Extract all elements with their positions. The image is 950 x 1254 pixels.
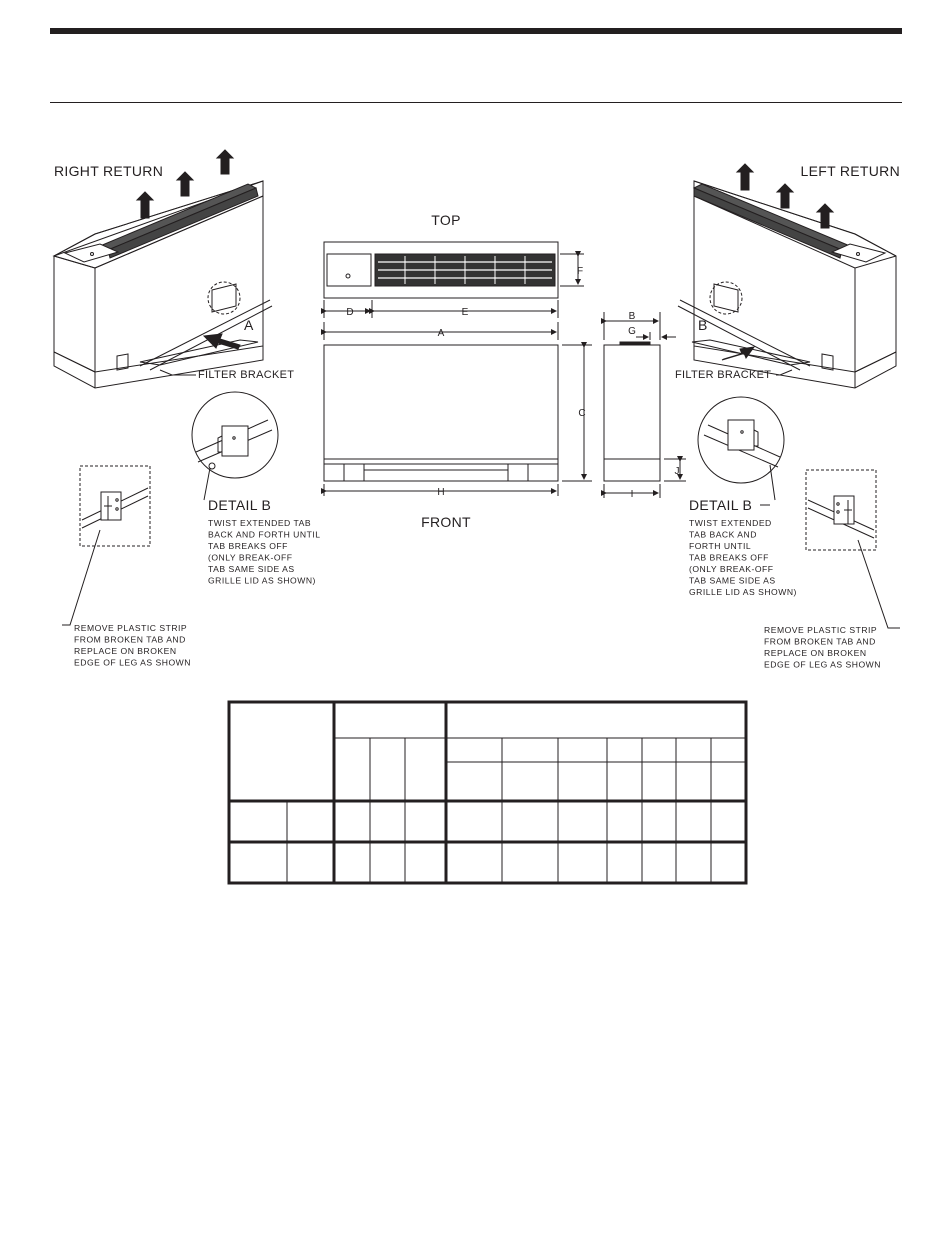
dim-h: H xyxy=(437,487,444,498)
note-left-line: REMOVE PLASTIC STRIP xyxy=(74,623,187,633)
detail-b-right-line: GRILLE LID AS SHOWN) xyxy=(689,587,797,597)
dim-a: A xyxy=(438,328,445,339)
detail-b-right-title: DETAIL B xyxy=(689,497,752,513)
dashed-detail-right-inner xyxy=(807,495,900,629)
detail-b-left-line: TWIST EXTENDED TAB xyxy=(208,518,311,528)
header-bar xyxy=(50,28,902,34)
detail-b-right-line: TAB SAME SIDE AS xyxy=(689,576,776,586)
detail-b-right-line: TAB BACK AND xyxy=(689,530,757,540)
note-left-line: REPLACE ON BROKEN xyxy=(74,646,177,656)
front-view-label: FRONT xyxy=(421,514,471,530)
dim-b: B xyxy=(629,311,636,322)
dashed-detail-left xyxy=(79,465,151,547)
dashed-detail-left-inner xyxy=(62,487,149,626)
detail-b-right-line: TWIST EXTENDED xyxy=(689,518,772,528)
dim-g: G xyxy=(628,326,636,337)
detail-b-right-line: TAB BREAKS OFF xyxy=(689,553,769,563)
note-right-line: EDGE OF LEG AS SHOWN xyxy=(764,660,881,670)
detail-b-left-line: TAB BREAKS OFF xyxy=(208,541,288,551)
left-return-unit xyxy=(677,163,897,389)
callout-a: A xyxy=(244,317,254,333)
dim-j: J xyxy=(675,466,680,477)
left-return-label: LEFT RETURN xyxy=(801,163,901,179)
dim-f: F xyxy=(577,266,583,277)
dashed-detail-right xyxy=(805,469,877,551)
header-rule xyxy=(50,102,902,103)
detail-circle-left xyxy=(191,391,279,501)
top-view-label: TOP xyxy=(431,212,460,228)
detail-b-left-line: (ONLY BREAK-OFF xyxy=(208,553,293,563)
note-right-line: FROM BROKEN TAB AND xyxy=(764,637,876,647)
side-view xyxy=(601,312,686,498)
detail-b-right-line: FORTH UNTIL xyxy=(689,541,751,551)
note-right-line: REPLACE ON BROKEN xyxy=(764,648,867,658)
right-return-unit xyxy=(52,149,273,389)
filter-bracket-left-label: FILTER BRACKET xyxy=(198,369,294,381)
detail-b-left-line: TAB SAME SIDE AS xyxy=(208,564,295,574)
top-view xyxy=(321,241,584,318)
detail-b-left-line: GRILLE LID AS SHOWN) xyxy=(208,576,316,586)
right-return-label: RIGHT RETURN xyxy=(54,163,163,179)
note-right-line: REMOVE PLASTIC STRIP xyxy=(764,625,877,635)
callout-b: B xyxy=(698,317,708,333)
dim-d: D xyxy=(346,307,353,318)
dim-e: E xyxy=(462,307,469,318)
detail-b-right-line: (ONLY BREAK-OFF xyxy=(689,564,774,574)
detail-circle-right xyxy=(697,396,785,501)
filter-bracket-right-label: FILTER BRACKET xyxy=(675,369,771,381)
detail-b-left-line: BACK AND FORTH UNTIL xyxy=(208,530,321,540)
dim-c: C xyxy=(578,408,585,419)
note-left-line: EDGE OF LEG AS SHOWN xyxy=(74,658,191,668)
front-view xyxy=(321,322,592,496)
dim-i: I xyxy=(631,489,634,500)
note-left-line: FROM BROKEN TAB AND xyxy=(74,635,186,645)
detail-b-left-title: DETAIL B xyxy=(208,497,271,513)
